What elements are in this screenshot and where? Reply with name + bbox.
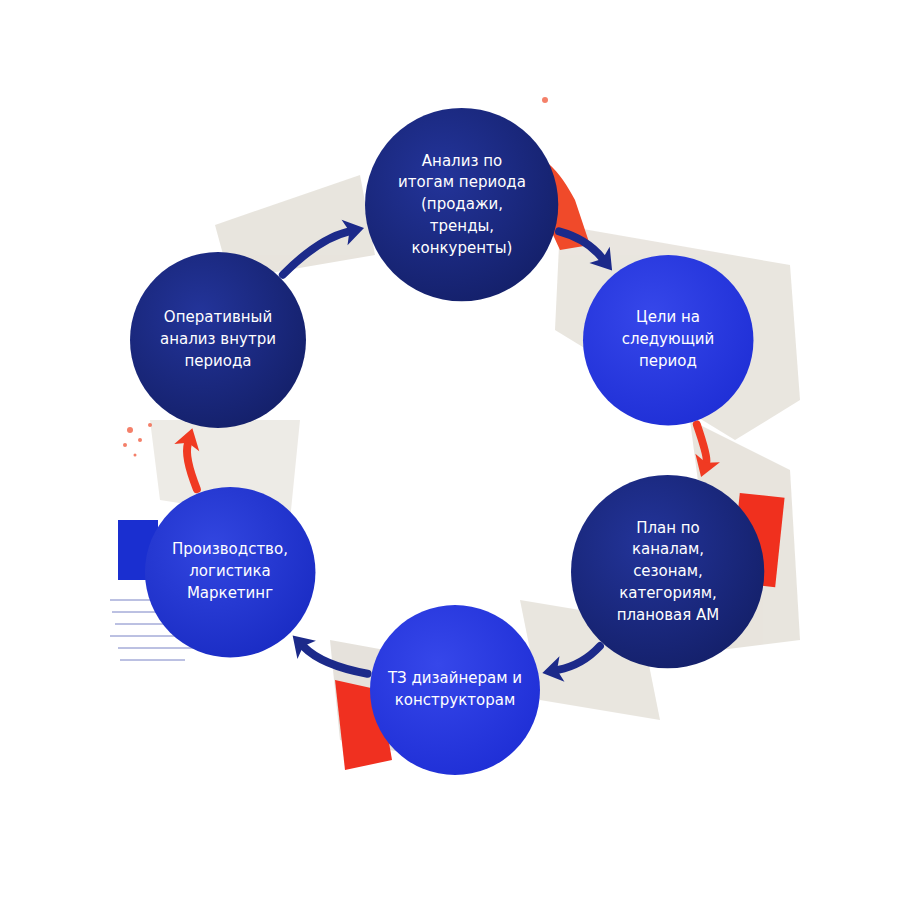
arrow-shaft — [304, 647, 368, 674]
arrow-head — [589, 247, 612, 271]
circle-fill — [583, 255, 753, 425]
arrow-shaft — [697, 424, 707, 461]
node-label: ТЗ дизайнерам и конструкторам — [385, 668, 525, 712]
node-label: Анализ по итогам периода (продажи, тренд… — [392, 151, 532, 260]
arrow-shaft — [283, 232, 349, 275]
cycle-arrow — [293, 636, 368, 674]
process-circle: Анализ по итогам периода (продажи, тренд… — [365, 108, 558, 301]
circle-fill — [145, 487, 315, 657]
node-label: Оперативный анализ внутри периода — [148, 307, 288, 372]
node-label: Цели на следующий период — [598, 307, 738, 372]
arrow-head — [695, 454, 720, 477]
cycle-arrow — [542, 646, 600, 682]
node-label: Производство, логистика Маркетинг — [160, 539, 300, 604]
gray-patch — [555, 225, 800, 440]
process-circle: Производство, логистика Маркетинг — [145, 487, 315, 657]
process-circle: Оперативный анализ внутри периода — [130, 252, 306, 428]
process-circle: План по каналам, сезонам, категориям, пл… — [571, 475, 764, 668]
circle-fill — [370, 605, 540, 775]
cycle-arrow — [283, 220, 364, 275]
circle-fill — [130, 252, 306, 428]
circle-fill — [365, 108, 558, 301]
cycle-arrow — [174, 428, 199, 489]
circle-shape — [370, 605, 540, 775]
arrow-shaft — [187, 444, 197, 489]
process-circle: Цели на следующий период — [583, 255, 753, 425]
circle-fill — [571, 475, 764, 668]
arrow-shaft — [559, 231, 602, 258]
cycle-arrow — [559, 231, 612, 270]
arrow-head — [542, 656, 564, 682]
arrow-head — [342, 220, 364, 245]
arrow-shaft — [558, 646, 600, 670]
cycle-arrow — [695, 424, 720, 477]
process-circle: ТЗ дизайнерам и конструкторам — [370, 605, 540, 775]
arrow-head — [174, 428, 199, 451]
node-label: План по каналам, сезонам, категориям, пл… — [598, 518, 738, 627]
arrow-head — [293, 636, 316, 659]
